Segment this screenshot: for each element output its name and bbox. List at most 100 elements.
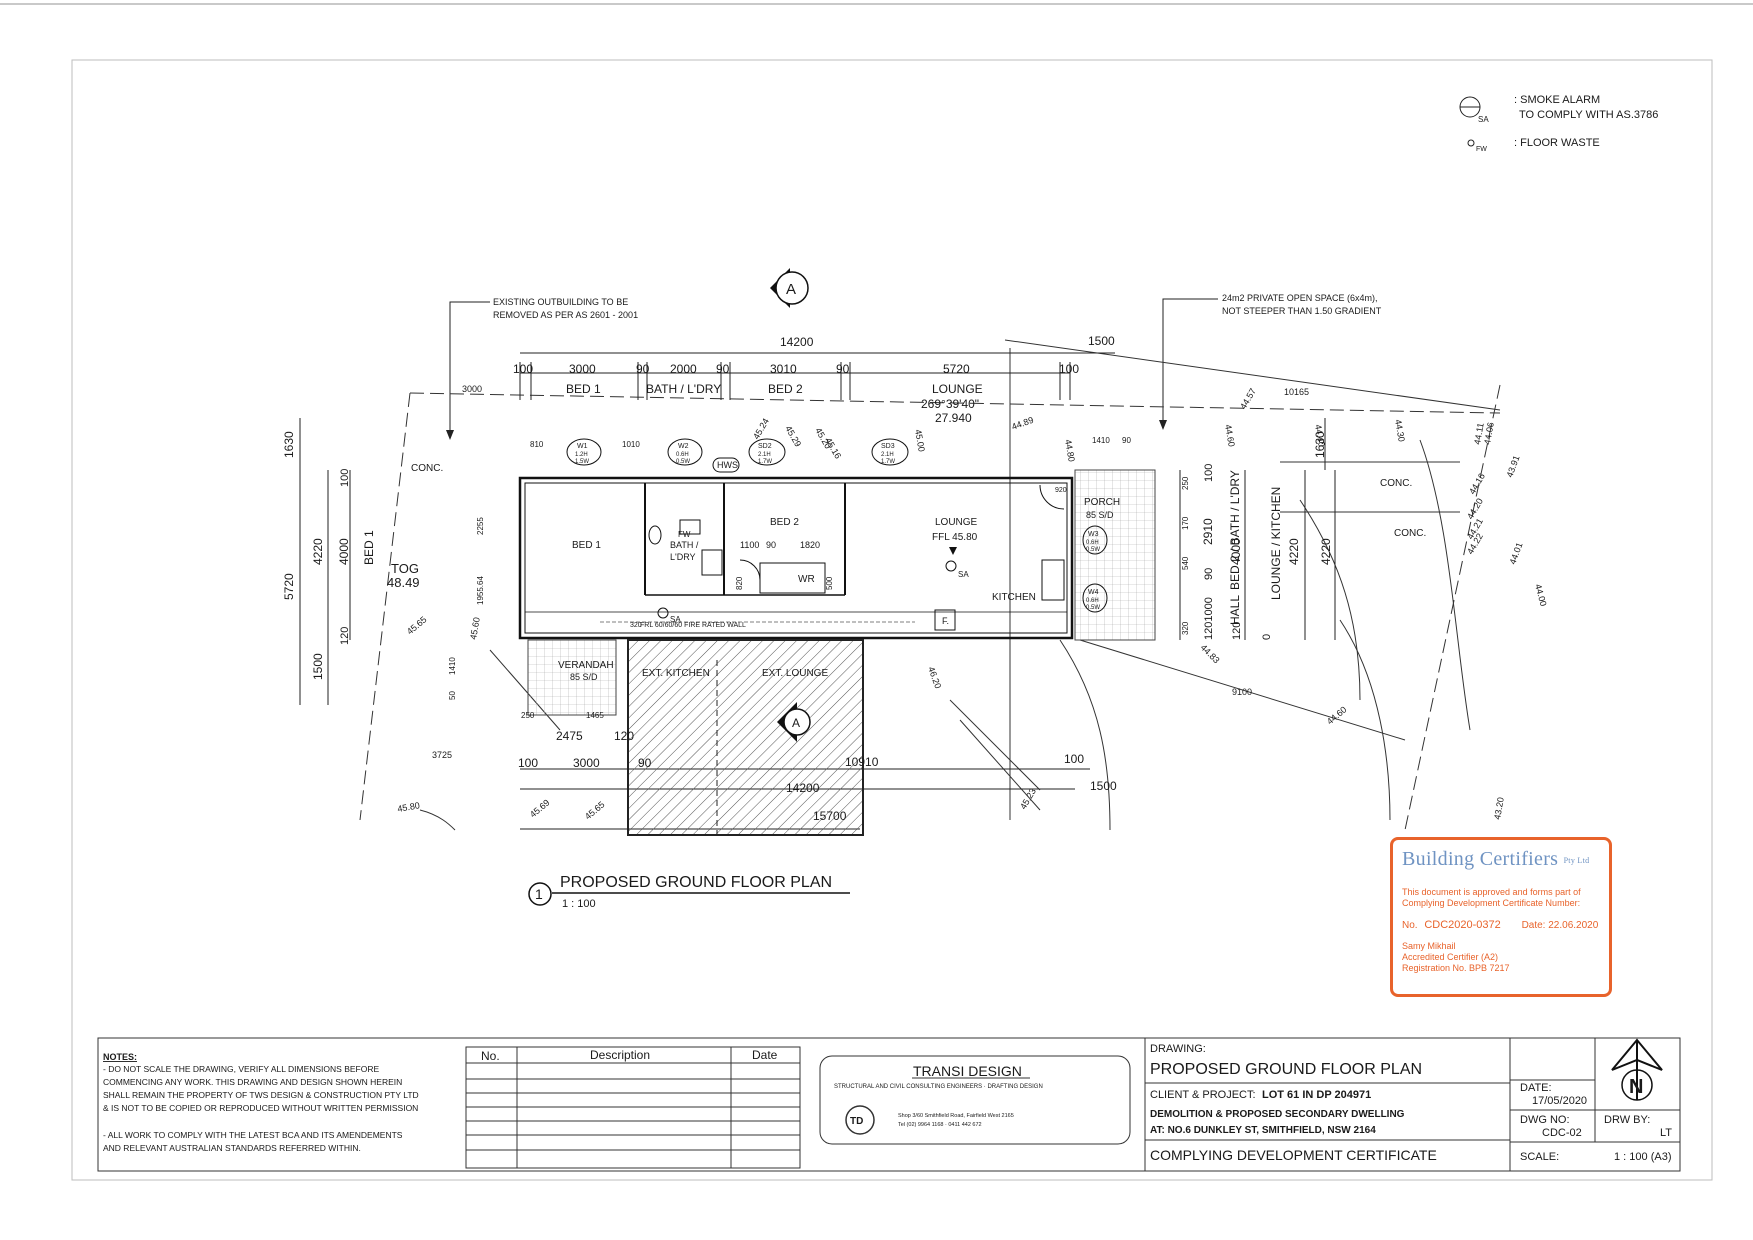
label-verandah: VERANDAH bbox=[558, 660, 614, 671]
label-tog-level: 48.49 bbox=[387, 575, 420, 590]
dim-l5720: 5720 bbox=[282, 573, 296, 600]
dim-t100b: 100 bbox=[1059, 362, 1079, 376]
label-bed2-top: BED 2 bbox=[768, 382, 803, 396]
label-ext-lounge: EXT. LOUNGE bbox=[762, 668, 828, 679]
dim-l3000: 3000 bbox=[462, 384, 482, 394]
designer-address: Shop 3/60 Smithfield Road, Fairfield Wes… bbox=[898, 1113, 1014, 1119]
stamp-date-label: Date: bbox=[1521, 920, 1546, 931]
label-bath-small-1: BATH / bbox=[670, 540, 699, 550]
leader-outbuilding bbox=[449, 301, 490, 435]
label-lounge: LOUNGE bbox=[935, 517, 978, 528]
door-swing-wr bbox=[739, 559, 761, 581]
section-marker-mid: A bbox=[777, 702, 811, 742]
leader-arrow-pos bbox=[1159, 420, 1167, 430]
w4-h: 0.6H bbox=[1086, 598, 1099, 604]
w2-id: W2 bbox=[678, 443, 689, 450]
label-fw: FW bbox=[678, 530, 691, 539]
window-tags: W1 1.2H 1.5W W2 0.6H 0.5W SD2 2.1H 1.7W … bbox=[566, 438, 1108, 613]
sa-tag-hall: SA bbox=[670, 615, 681, 624]
porch-paving bbox=[1074, 469, 1156, 641]
plan-title: 1 PROPOSED GROUND FLOOR PLAN 1 : 100 bbox=[528, 874, 850, 910]
label-side-lounge-kitchen: LOUNGE / KITCHEN bbox=[1269, 487, 1283, 600]
label-bearing: 269°39'40" bbox=[921, 397, 979, 411]
level-marker-icon bbox=[949, 547, 957, 555]
w3-id: W3 bbox=[1088, 531, 1099, 538]
contour-3 bbox=[1419, 439, 1471, 731]
label-conc-left: CONC. bbox=[411, 463, 443, 474]
sd2-id: SD2 bbox=[758, 443, 772, 450]
stamp-no-value: CDC2020-0372 bbox=[1424, 919, 1501, 931]
dim-t3000: 3000 bbox=[569, 362, 596, 376]
revisions-no-header: No. bbox=[481, 1049, 500, 1063]
drawing-info-grid bbox=[1144, 1038, 1680, 1171]
dim-l1100: 1100 bbox=[740, 540, 759, 550]
notes-heading: NOTES: bbox=[103, 1052, 137, 1062]
label-conc-right-1: CONC. bbox=[1380, 478, 1412, 489]
dim-b1465: 1465 bbox=[586, 711, 604, 720]
note-outbuilding-2: REMOVED AS PER AS 2601 - 2001 bbox=[493, 310, 638, 320]
revisions-description-header: Description bbox=[590, 1048, 650, 1062]
w4-w: 0.5W bbox=[1086, 605, 1100, 611]
dim-l1955: 1955.64 bbox=[476, 576, 485, 605]
spot-levels: 45.24 45.29 45.20 45.16 45.00 44.89 44.8… bbox=[397, 386, 1549, 821]
level-43-20: 43.20 bbox=[1492, 796, 1506, 820]
w1-h: 1.2H bbox=[575, 452, 588, 458]
level-44-60b: 44.60 bbox=[1325, 704, 1349, 726]
stamp-text-1: This document is approved and forms part… bbox=[1402, 887, 1581, 897]
label-bath-small-2: L'DRY bbox=[670, 552, 696, 562]
leader-arrow bbox=[446, 430, 454, 440]
dim-r0: 0 bbox=[1261, 634, 1273, 640]
level-45-65: 45.65 bbox=[405, 614, 429, 636]
dim-b3725: 3725 bbox=[432, 750, 452, 760]
note-pos-2: NOT STEEPER THAN 1.50 GRADIENT bbox=[1222, 306, 1382, 316]
w1-w: 1.5W bbox=[575, 459, 589, 465]
door-swing-porch bbox=[1039, 484, 1065, 510]
dim-r540: 540 bbox=[1181, 556, 1190, 570]
label-side-hall: HALL bbox=[1228, 595, 1242, 625]
plan-notes: EXISTING OUTBUILDING TO BE REMOVED AS PE… bbox=[446, 293, 1382, 440]
dwg-label: DWG NO: bbox=[1520, 1114, 1570, 1126]
window-tag-w1: W1 1.2H 1.5W bbox=[566, 438, 602, 466]
contour-1 bbox=[1059, 639, 1111, 831]
dim-r250: 250 bbox=[1181, 476, 1190, 490]
notes-line-3: SHALL REMAIN THE PROPERTY OF TWS DESIGN … bbox=[103, 1090, 419, 1100]
dimension-text-vertical: 5720 4220 4000 100 120 1500 1630 BED 1 2… bbox=[282, 431, 834, 700]
level-45-65b: 45.65 bbox=[583, 799, 607, 821]
designer-logo-letters: TD bbox=[850, 1116, 863, 1127]
dim-r10165: 10165 bbox=[1284, 387, 1309, 397]
level-44-06: 44.06 bbox=[1482, 421, 1496, 445]
w1-id: W1 bbox=[577, 443, 588, 450]
w2-h: 0.6H bbox=[676, 452, 689, 458]
sd3-h: 2.1H bbox=[881, 452, 894, 458]
section-marker-top: A bbox=[770, 268, 809, 308]
dim-b120: 120 bbox=[614, 729, 634, 743]
revisions-date-header: Date bbox=[752, 1048, 778, 1062]
dimension-text: 14200 1500 100 3000 90 2000 90 3010 90 5… bbox=[432, 334, 1309, 823]
site-lines bbox=[359, 339, 1501, 831]
dim-b1500: 1500 bbox=[1090, 779, 1117, 793]
level-44-00: 44.00 bbox=[1533, 583, 1548, 607]
stamp-text-2: Complying Development Certificate Number… bbox=[1402, 898, 1581, 908]
dim-r170: 170 bbox=[1181, 516, 1190, 530]
label-porch: PORCH bbox=[1084, 497, 1120, 508]
external-living-area bbox=[627, 639, 864, 836]
dim-r320: 320 bbox=[1181, 621, 1190, 635]
level-44-30: 44.30 bbox=[1393, 419, 1407, 443]
title-block-frame bbox=[97, 1037, 1681, 1172]
section-circle bbox=[775, 271, 809, 305]
contour-2 bbox=[1299, 499, 1361, 701]
dim-b100b: 100 bbox=[1064, 752, 1084, 766]
dim-t3010: 3010 bbox=[770, 362, 797, 376]
label-porch-sd: 85 S/D bbox=[1086, 510, 1114, 520]
scale-label: SCALE: bbox=[1520, 1151, 1559, 1163]
dim-r4000: 4000 bbox=[1229, 538, 1243, 565]
dim-l320: 320 bbox=[630, 622, 642, 629]
dim-r1201000: 1201000 bbox=[1203, 597, 1215, 640]
smoke-alarm-hall-icon bbox=[657, 607, 669, 619]
label-fire-wall: FRL 60/60/60 FIRE RATED WALL bbox=[640, 622, 746, 629]
level-45-69: 45.69 bbox=[528, 797, 552, 819]
certifier-stamp: Building Certifiers Pty Ltd This documen… bbox=[1390, 837, 1612, 997]
contour-4 bbox=[1339, 619, 1391, 821]
legend-sa-tag: SA bbox=[1478, 115, 1489, 124]
dim-t90c: 90 bbox=[836, 362, 850, 376]
